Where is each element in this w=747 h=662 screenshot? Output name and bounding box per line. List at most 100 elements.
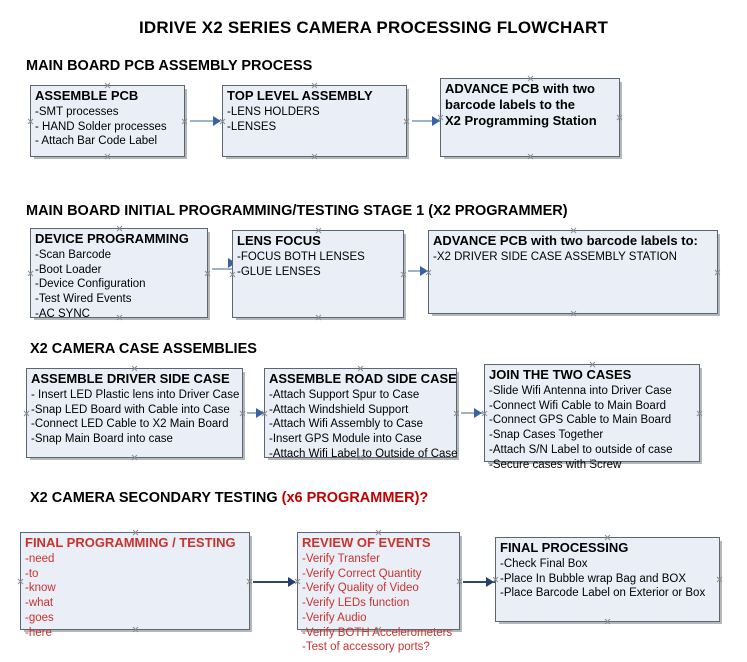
list-item: -Check Final Box [500, 557, 588, 570]
connection-handle-bottom[interactable] [131, 454, 138, 461]
box-final-processing[interactable]: FINAL PROCESSING -Check Final Box -Place… [495, 537, 720, 622]
box-assemble-driver-side-case[interactable]: ASSEMBLE DRIVER SIDE CASE - Insert LED P… [26, 368, 243, 458]
arrow-head [486, 577, 494, 587]
list-item: -Test Wired Events [35, 293, 132, 306]
box-title: ASSEMBLE PCB [35, 88, 139, 103]
list-item: -Scan Barcode [35, 248, 112, 261]
connection-handle-bottom[interactable] [604, 618, 611, 625]
list-item: -Verify Transfer [302, 552, 380, 565]
box-title-line-2: barcode labels to the [445, 96, 576, 112]
list-item: -Verify Audio [302, 611, 367, 624]
connection-handle-left[interactable] [23, 410, 30, 417]
list-item: -need [25, 552, 55, 565]
list-item: -Device Configuration [35, 278, 146, 291]
arrow-head [288, 577, 296, 587]
list-item: - Insert LED Plastic lens into Driver Ca… [31, 388, 240, 401]
box-title: DEVICE PROGRAMMING [35, 231, 189, 246]
list-item: -GLUE LENSES [237, 265, 321, 278]
connection-handle-right[interactable] [400, 271, 407, 278]
box-item-list: -Check Final Box -Place In Bubble wrap B… [500, 557, 715, 601]
connection-handle-bottom[interactable] [570, 310, 577, 317]
connection-handle-left[interactable] [27, 270, 34, 277]
connector-lens-to-advance [408, 270, 430, 272]
connector-road-to-join [461, 412, 483, 414]
box-review-of-events[interactable]: REVIEW OF EVENTS -Verify Transfer -Verif… [297, 532, 463, 653]
list-item: -Secure cases with Screw [489, 458, 622, 471]
box-item-list: -X2 DRIVER SIDE CASE ASSEMBLY STATION [433, 250, 713, 265]
connection-handle-right[interactable] [616, 114, 623, 121]
section-heading-4: X2 CAMERA SECONDARY TESTING (x6 PROGRAMM… [30, 490, 428, 506]
section-heading-3-text: X2 CAMERA CASE ASSEMBLIES [30, 341, 257, 357]
connection-handle-right[interactable] [204, 270, 211, 277]
box-title: FINAL PROCESSING [500, 540, 629, 555]
list-item: -Snap Main Board into case [31, 433, 173, 446]
connection-handle-right[interactable] [181, 118, 188, 125]
connection-handle-right[interactable] [714, 269, 721, 276]
box-device-programming[interactable]: DEVICE PROGRAMMING -Scan Barcode -Boot L… [27, 228, 211, 320]
section-heading-1-text: MAIN BOARD PCB ASSEMBLY PROCESS [26, 58, 313, 74]
connection-handle-right[interactable] [456, 578, 463, 585]
box-item-list: -Slide Wifi Antenna into Driver Case -Co… [489, 384, 695, 472]
box-title: TOP LEVEL ASSEMBLY [227, 88, 373, 103]
connector-device-to-lens [212, 268, 234, 270]
box-item-list: - Insert LED Plastic lens into Driver Ca… [31, 388, 240, 447]
list-item: -Attach Wifi Assembly to Case [269, 418, 424, 431]
connection-handle-bottom[interactable] [527, 153, 534, 160]
arrow-head [256, 408, 264, 418]
box-title-line-1: ADVANCE PCB with two [445, 81, 595, 96]
list-item: - Attach Bar Code Label [35, 135, 158, 148]
page-title: IDRIVE X2 SERIES CAMERA PROCESSING FLOWC… [138, 18, 609, 37]
connection-handle-right[interactable] [716, 576, 723, 583]
connection-handle-bottom[interactable] [311, 153, 318, 160]
list-item: -Insert GPS Module into Case [269, 433, 422, 446]
box-join-the-two-cases[interactable]: JOIN THE TWO CASES -Slide Wifi Antenna i… [484, 364, 703, 471]
list-item: -Attach Wifi Label to Outside of Case [269, 447, 458, 460]
connection-handle-bottom[interactable] [104, 153, 111, 160]
box-title: ASSEMBLE ROAD SIDE CASE [269, 371, 457, 386]
box-assemble-road-side-case[interactable]: ASSEMBLE ROAD SIDE CASE -Attach Support … [264, 368, 460, 460]
box-title: LENS FOCUS [237, 233, 321, 248]
box-item-list: -SMT processes - HAND Solder processes -… [35, 105, 180, 149]
connector-top-level-to-advance [412, 120, 440, 122]
connection-handle-bottom[interactable] [315, 314, 322, 321]
connection-handle-right[interactable] [403, 118, 410, 125]
connection-handle-left[interactable] [27, 118, 34, 125]
box-advance-pcb-driver-side-station[interactable]: ADVANCE PCB with two barcode labels to: … [428, 230, 718, 314]
list-item: -LENSES [227, 120, 277, 133]
box-title: ASSEMBLE DRIVER SIDE CASE [31, 371, 230, 386]
box-assemble-pcb[interactable]: ASSEMBLE PCB -SMT processes - HAND Solde… [30, 85, 185, 157]
list-item: -here [25, 626, 52, 639]
list-item: -Attach Windshield Support [269, 403, 409, 416]
box-lens-focus[interactable]: LENS FOCUS -FOCUS BOTH LENSES -GLUE LENS… [232, 230, 404, 318]
list-item: - HAND Solder processes [35, 120, 167, 133]
box-title-line-3: X2 Programming Station [445, 112, 597, 128]
connection-handle-right[interactable] [453, 410, 460, 417]
box-final-programming-testing[interactable]: FINAL PROGRAMMING / TESTING -need -to -k… [17, 532, 253, 639]
box-advance-pcb-programming-station[interactable]: ADVANCE PCB with two barcode labels to t… [440, 78, 620, 157]
arrow-head [432, 116, 440, 126]
list-item: -know [25, 582, 56, 595]
box-title: FINAL PROGRAMMING / TESTING [25, 535, 236, 550]
connection-handle-right[interactable] [246, 578, 253, 585]
list-item: -SMT processes [35, 105, 119, 118]
connection-handle-left[interactable] [17, 578, 24, 585]
list-item: -Snap Cases Together [489, 429, 604, 442]
section-heading-3: X2 CAMERA CASE ASSEMBLIES [30, 341, 257, 357]
list-item: -Connect LED Cable to X2 Main Board [31, 418, 229, 431]
section-heading-1: MAIN BOARD PCB ASSEMBLY PROCESS [26, 58, 312, 74]
list-item: -X2 DRIVER SIDE CASE ASSEMBLY STATION [433, 250, 677, 263]
list-item: -Attach S/N Label to outside of case [489, 443, 673, 456]
list-item: -Snap LED Board with Cable into Case [31, 403, 230, 416]
section-heading-2-text: MAIN BOARD INITIAL PROGRAMMING/TESTING S… [26, 203, 568, 219]
connection-handle-right[interactable] [696, 410, 703, 417]
list-item: -LENS HOLDERS [227, 105, 320, 118]
connection-handle-left[interactable] [229, 271, 236, 278]
list-item: -Verify Correct Quantity [302, 567, 422, 580]
connection-handle-right[interactable] [239, 410, 246, 417]
box-item-list: -Verify Transfer -Verify Correct Quantit… [302, 552, 455, 655]
list-item: -to [25, 567, 39, 580]
box-top-level-assembly[interactable]: TOP LEVEL ASSEMBLY -LENS HOLDERS -LENSES [222, 85, 407, 157]
box-title: JOIN THE TWO CASES [489, 367, 632, 382]
list-item: -Connect Wifi Cable to Main Board [489, 399, 667, 412]
list-item: -goes [25, 611, 54, 624]
